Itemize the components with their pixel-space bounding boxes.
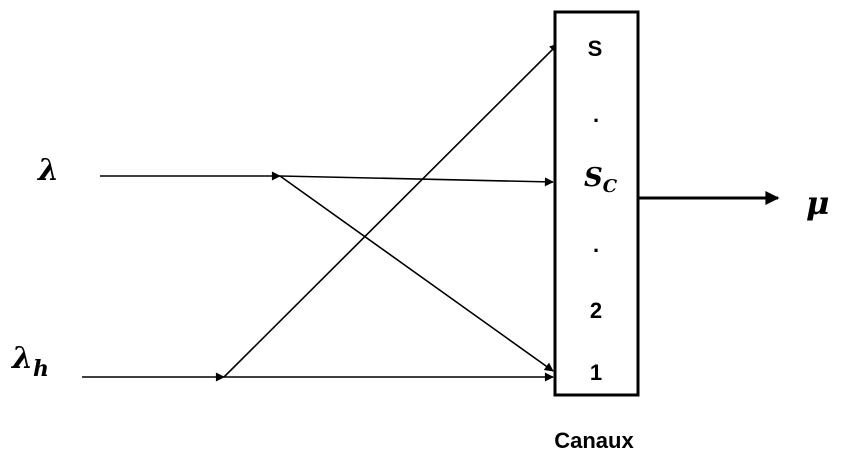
lambda-label: λ	[36, 153, 59, 188]
channels-caption: Canaux	[554, 428, 634, 453]
channels-box	[553, 10, 640, 397]
lambda-h-label: λh	[10, 341, 49, 382]
slot-two-label: 2	[590, 298, 602, 323]
slot-sc-label: SC	[584, 163, 618, 197]
slot-s-label: S	[588, 36, 603, 61]
lambda-h-to-s-line	[223, 43, 559, 378]
lambda-to-one-line	[279, 175, 554, 372]
slot-dot-lower: .	[593, 232, 599, 257]
mu-label: μ	[806, 184, 829, 222]
slot-dot-upper: .	[593, 102, 599, 127]
lambda-to-sc-line	[279, 175, 554, 187]
slot-one-label: 1	[590, 360, 602, 385]
